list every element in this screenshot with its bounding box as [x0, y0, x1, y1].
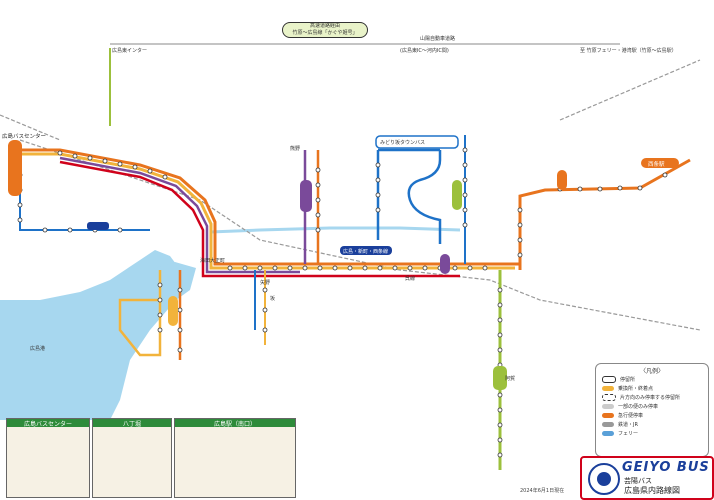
- hub-kumano: [300, 180, 312, 212]
- stops-trunk: [57, 150, 488, 271]
- express-line1: 高速道路経由: [309, 23, 340, 29]
- express-bus-label: 高速道路経由 竹原～広島線「かぐや姫号」: [282, 22, 368, 38]
- legend-row: 停留所: [596, 375, 708, 384]
- legend-row: 鉄道・JR: [596, 420, 708, 429]
- midorizaka-label-box: [375, 135, 459, 149]
- inset-title: 八丁堀: [93, 419, 171, 428]
- legend-row: 乗換所・終着点: [596, 384, 708, 393]
- label-saijo: 西条駅: [648, 160, 665, 168]
- stops-aga: [497, 287, 503, 458]
- inset-title: 広島駅（南口）: [175, 419, 295, 428]
- legend-row: 一部の便のみ停車: [596, 402, 708, 411]
- label-ferry: 至 竹原フェリー・港湾駅（竹原～広島駅）: [580, 47, 677, 54]
- trunk-line-yellow: [22, 152, 515, 270]
- sea-area: [0, 250, 182, 420]
- hub-east: [557, 170, 567, 190]
- stops-right: [517, 172, 668, 258]
- hub-hiroshima-center: [8, 140, 22, 196]
- brand-jp: 芸陽バス: [624, 477, 652, 485]
- stops-kumano: [315, 167, 321, 233]
- route-tag-saijo: [340, 246, 392, 255]
- hub-saijo: [641, 158, 679, 168]
- inset-hiroshima-station: 広島駅（南口）: [174, 418, 296, 498]
- trunk-line-purple: [59, 156, 300, 274]
- label-ic: 広島東インター: [112, 47, 147, 54]
- map-title: 広島県内路線図: [624, 486, 680, 495]
- trunk-line-red: [59, 160, 460, 278]
- label-saka: 坂: [270, 295, 275, 302]
- rail-line: [19, 139, 701, 331]
- inset-bus-center: 広島バスセンター: [6, 418, 90, 498]
- hub-aga: [493, 366, 507, 390]
- legend-row: フェリー: [596, 429, 708, 438]
- bay-area: [150, 262, 196, 300]
- stops-south: [157, 282, 268, 353]
- rail-line-2: [0, 114, 61, 141]
- south-branch: [118, 270, 162, 357]
- hub-kure: [440, 254, 450, 274]
- issued-date: 2024年6月1日現在: [520, 488, 565, 494]
- hub-midorizaka: [452, 180, 462, 210]
- stops-midorizaka: [375, 147, 468, 228]
- route-tag-higashi: [87, 222, 109, 230]
- label-midorizaka: みどり坂タウンバス: [380, 139, 425, 146]
- legend-row: 片方向のみ停車する停留所: [596, 393, 708, 402]
- label-road-sub: (広島東IC～河内IC間): [400, 47, 449, 54]
- label-kure: 呉線: [405, 275, 415, 282]
- brand-name: GEIYO BUS: [622, 460, 710, 475]
- hub-mid-south: [168, 296, 178, 326]
- inset-hatchobori: 八丁堀: [92, 418, 172, 498]
- emblem-icon: [588, 463, 620, 495]
- rail-line-3: [559, 59, 701, 121]
- label-hiroshima-center: 広島バスセンター: [2, 132, 46, 140]
- label-seaside: 広島港: [30, 345, 45, 352]
- trunk-line-orange: [22, 148, 691, 266]
- label-kaita: 海田大正町: [200, 257, 225, 264]
- inset-title: 広島バスセンター: [7, 419, 89, 428]
- express-line2: 竹原～広島線「かぐや姫号」: [292, 30, 358, 36]
- label-yano: 矢野: [260, 279, 270, 286]
- river: [209, 226, 461, 234]
- label-kumano: 熊野: [290, 145, 300, 152]
- label-road-top: 山陽自動車道路: [420, 35, 455, 42]
- label-aga: 阿賀: [505, 375, 515, 382]
- label-line-saijo: 広島・新町・西条線: [343, 248, 388, 255]
- legend-title: 〈凡例〉: [639, 368, 664, 375]
- geiyo-bus-logo: GEIYO BUS 芸陽バス 広島県内路線図: [580, 456, 714, 500]
- legend-row: 急行便停車: [596, 411, 708, 420]
- legend: 〈凡例〉 停留所 乗換所・終着点 片方向のみ停車する停留所 一部の便のみ停車 急…: [595, 363, 709, 457]
